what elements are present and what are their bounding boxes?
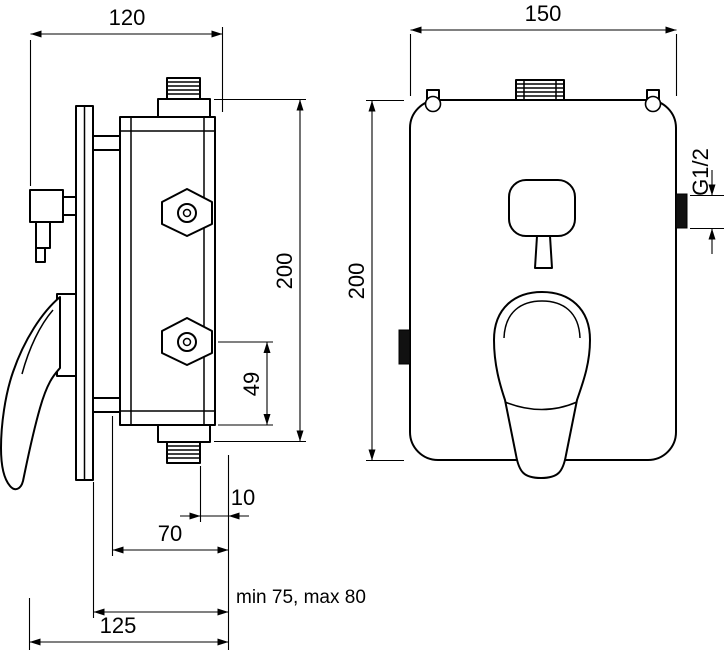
dim-install-depth: min 75, max 80 [92,482,366,618]
lever-contour [503,300,581,339]
lever-handle-front [493,291,591,479]
dim-10-label: 10 [231,485,255,510]
dim-install-depth-label: min 75, max 80 [236,587,366,608]
inlet-pipe-front [515,79,565,102]
object-line [119,116,216,426]
knob-lower [35,221,51,249]
diverter-knob-side [29,189,77,263]
dim-height-200-front: 200 [344,99,404,462]
lever-outline [493,291,591,479]
object-line [92,135,121,151]
knob-stem [534,235,553,269]
diverter-knob-front [508,179,576,269]
pipe-stub [166,441,201,464]
side-port-right [675,193,688,229]
screw-left [424,95,442,113]
hex-nut-upper [161,188,213,237]
pipe-stub [166,77,201,100]
lever-handle-side [0,293,77,491]
wall-plate [75,105,94,481]
nut-bore [177,332,197,352]
nut-center [182,208,192,218]
nut-bore [177,203,197,223]
dim-width-150: 150 [409,1,678,96]
dim-width-120: 120 [29,5,224,186]
lever-contour [504,401,578,411]
top-inlet-pipe [157,77,211,118]
dim-200-front-label: 200 [344,263,369,300]
side-view [0,77,216,491]
dim-thread-g12: G1/2 [688,148,724,254]
dim-offset-10: 10 [180,455,255,650]
knob-body [508,179,576,237]
lever-outline [0,296,61,491]
screw-right [644,95,662,113]
pipe-flange [157,98,211,118]
dim-depth-70: 70 [111,416,229,556]
mounting-rails [92,135,121,413]
valve-body [119,116,216,426]
dim-total-depth-125: 125 [28,598,229,650]
pipe-flange [157,424,211,443]
dim-150-label: 150 [525,1,562,26]
dim-125-label: 125 [100,613,137,638]
dim-height-200-side: 200 [214,98,306,443]
hex-nut-lower [161,317,213,366]
dim-200-side-label: 200 [272,253,297,290]
nut-center [182,337,192,347]
object-line [92,397,121,413]
dim-70-label: 70 [158,521,182,546]
knob-body [29,189,64,223]
dim-120-label: 120 [109,5,146,30]
dim-thread-label: G1/2 [688,148,713,196]
dim-49-label: 49 [239,372,264,396]
knob-stem [62,196,77,216]
pipe-stub [515,79,565,102]
front-view [398,79,688,479]
dim-port-spacing-49: 49 [218,341,273,426]
lever-contour [21,309,54,375]
bottom-outlet-pipe [157,424,211,464]
side-port-left [398,329,411,365]
knob-foot [35,247,46,263]
